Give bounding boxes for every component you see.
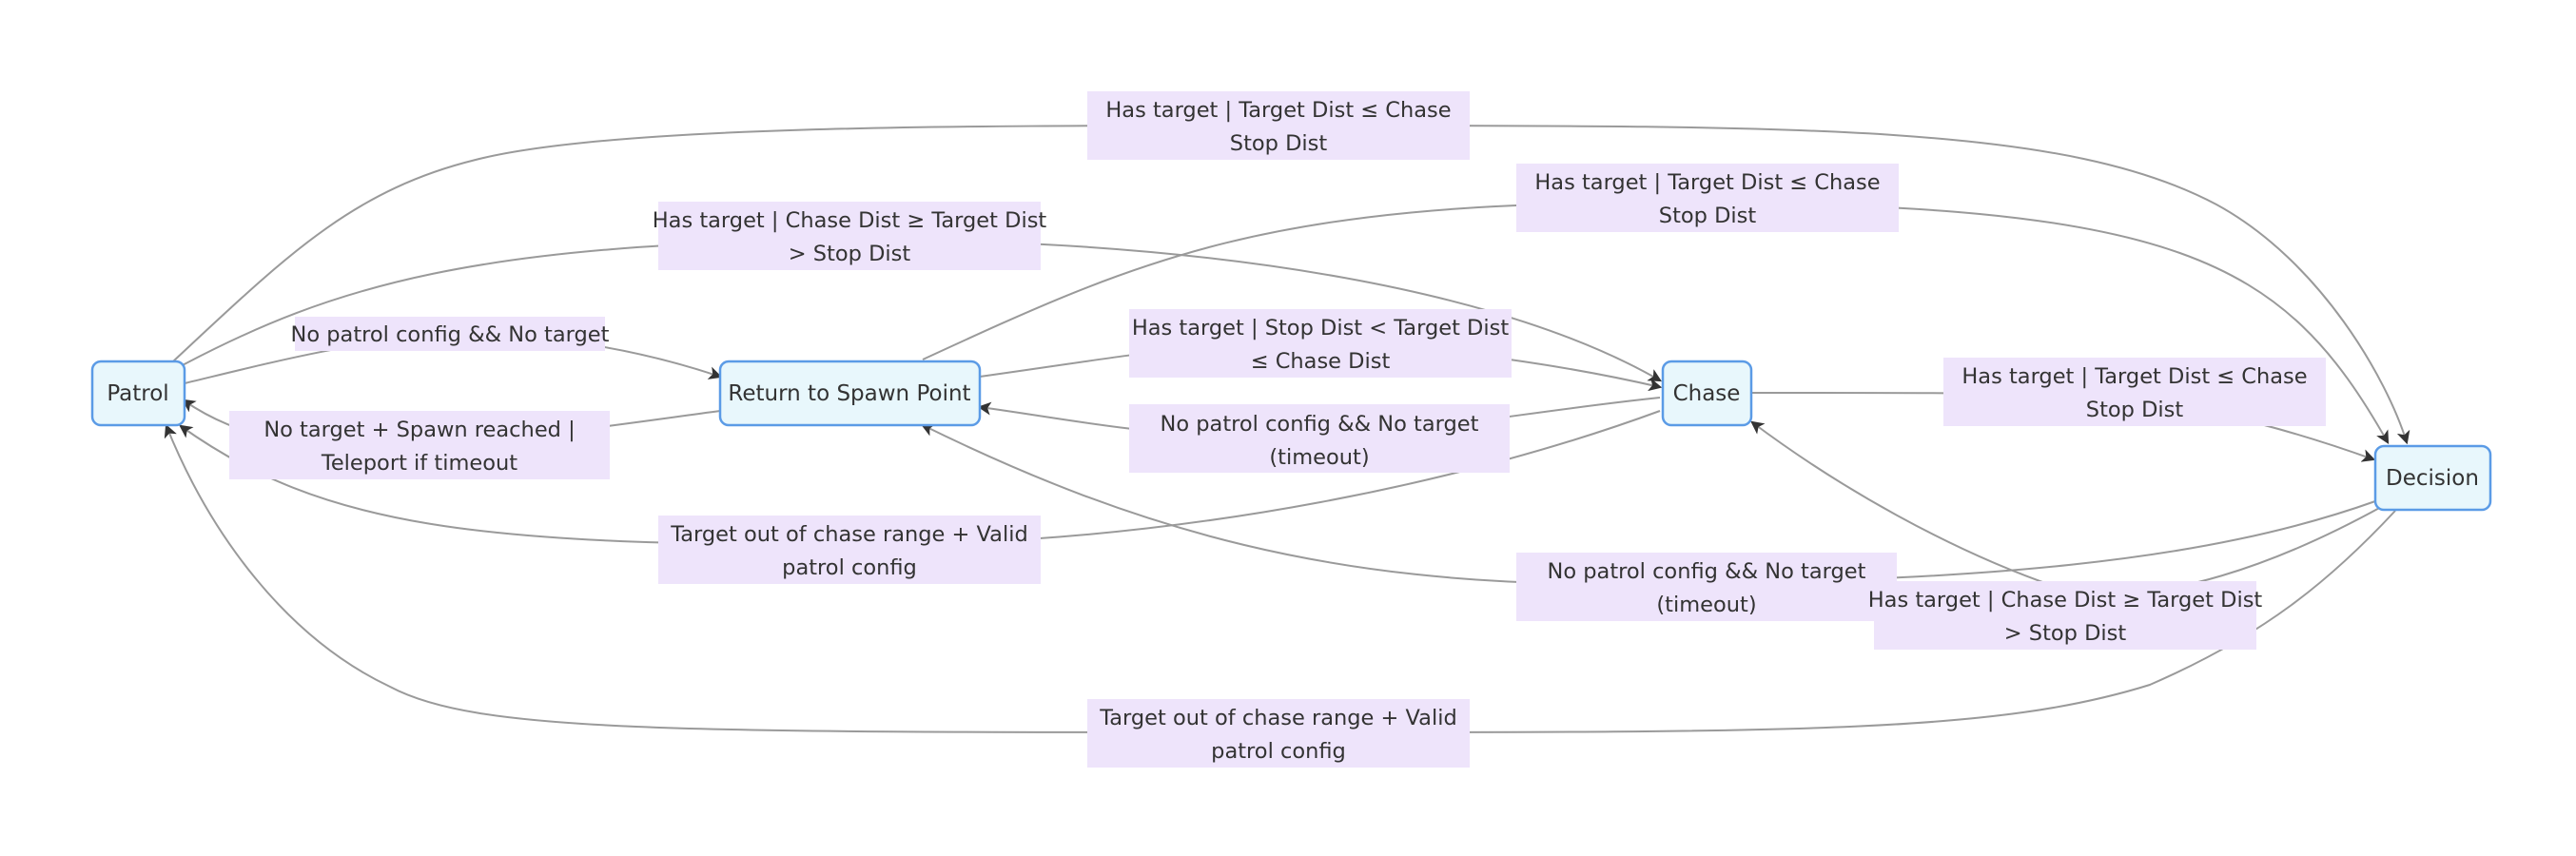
edge-label-patrol-to-chase: Has target | Chase Dist ≥ Target Dist > … [653,202,1047,270]
edge-label-line: Has target | Target Dist ≤ Chase [1105,98,1451,123]
edge-labels: Has target | Target Dist ≤ Chase Stop Di… [229,91,2326,768]
edge-label-line: Teleport if timeout [321,451,517,476]
node-patrol[interactable]: Patrol [90,360,186,427]
edge-label-line: Has target | Target Dist ≤ Chase [1961,364,2307,389]
node-decision[interactable]: Decision [2373,444,2492,512]
edge-label-line: No patrol config && No target [1161,412,1479,437]
node-chase[interactable]: Chase [1661,360,1753,427]
edge-label-line: Target out of chase range + Valid [1099,706,1457,730]
edge-label-line: Has target | Chase Dist ≥ Target Dist [653,208,1047,233]
edge-label-line: Stop Dist [1230,131,1328,156]
edge-label-return-to-chase: Has target | Stop Dist < Target Dist ≤ C… [1129,309,1512,378]
node-return-to-spawn[interactable]: Return to Spawn Point [718,360,982,427]
edge-label-line: (timeout) [1656,593,1756,617]
edge-label-decision-to-return: No patrol config && No target (timeout) [1516,553,1897,621]
node-label: Chase [1673,381,1741,406]
edge-label-line: patrol config [1211,739,1346,764]
edge-label-decision-to-chase: Has target | Chase Dist ≥ Target Dist > … [1868,581,2263,650]
edge-label-line: No patrol config && No target [291,322,610,347]
node-label: Decision [2386,466,2479,491]
edge-label-line: Has target | Target Dist ≤ Chase [1534,170,1880,195]
edge-label-line: No target + Spawn reached | [263,418,575,442]
edge-label-line: ≤ Chase Dist [1251,349,1391,374]
edge-label-line: (timeout) [1269,445,1369,470]
edge-label-line: Stop Dist [2086,398,2184,422]
edge-label-chase-to-decision: Has target | Target Dist ≤ Chase Stop Di… [1943,358,2326,426]
edge-label-chase-to-patrol: Target out of chase range + Valid patrol… [658,516,1041,584]
edge-label-patrol-to-return: No patrol config && No target [291,317,610,351]
edge-label-line: Has target | Stop Dist < Target Dist [1132,316,1510,340]
node-label: Return to Spawn Point [728,381,970,406]
edge-label-line: No patrol config && No target [1548,559,1866,584]
edge-label-line: Target out of chase range + Valid [670,522,1028,547]
edge-label-return-to-patrol: No target + Spawn reached | Teleport if … [229,411,610,479]
edge-label-return-to-decision: Has target | Target Dist ≤ Chase Stop Di… [1516,164,1899,232]
edge-label-line: patrol config [782,555,917,580]
edge-label-line: Has target | Chase Dist ≥ Target Dist [1868,588,2263,613]
edge-label-line: Stop Dist [1659,204,1757,228]
edge-label-line: > Stop Dist [2004,621,2127,646]
nodes: Patrol Return to Spawn Point Chase Decis… [90,360,2492,512]
edge-label-line: > Stop Dist [789,242,911,266]
edge-label-patrol-to-decision: Has target | Target Dist ≤ Chase Stop Di… [1087,91,1470,160]
edge-label-chase-to-return: No patrol config && No target (timeout) [1129,404,1510,473]
edge-label-decision-to-patrol: Target out of chase range + Valid patrol… [1087,699,1470,768]
node-label: Patrol [107,381,168,406]
